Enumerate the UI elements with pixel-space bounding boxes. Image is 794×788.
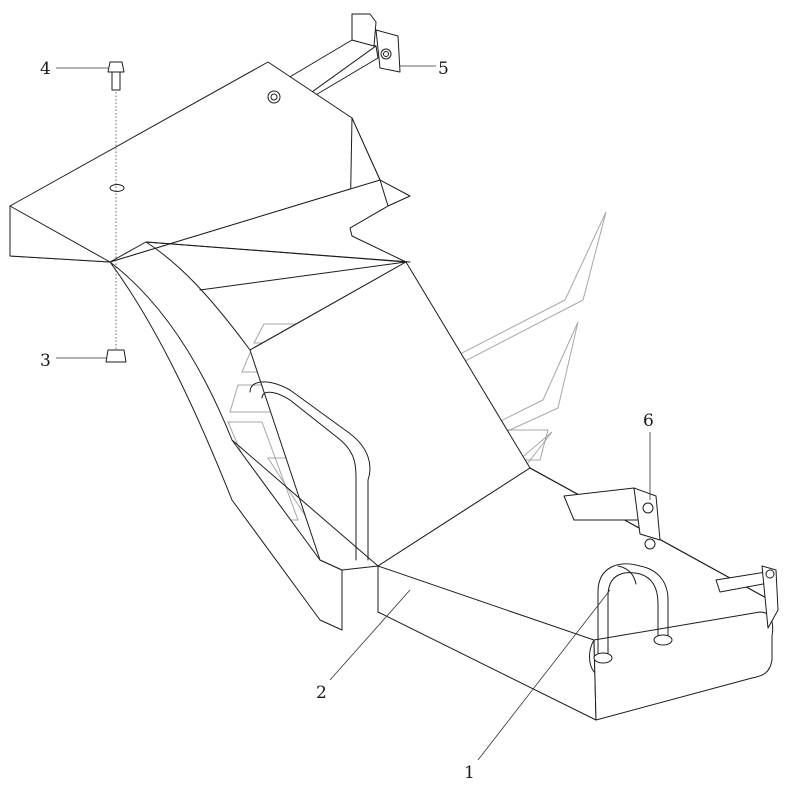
callout-6: 6 — [643, 411, 654, 431]
bolt — [107, 61, 125, 91]
callout-2: 2 — [316, 683, 327, 703]
callout-4: 4 — [40, 59, 51, 79]
leader-lines — [56, 65, 651, 761]
lifting-handle — [593, 563, 673, 664]
callout-1: 1 — [464, 763, 475, 783]
rear-mounting-bracket — [287, 13, 401, 97]
callout-3: 3 — [40, 351, 51, 371]
counterweight-lower-block — [377, 467, 774, 721]
nut — [105, 349, 127, 363]
side-bracket — [563, 487, 779, 629]
callout-5: 5 — [438, 59, 449, 79]
upper-lifting-handle — [249, 381, 371, 561]
counterweight-upper-block — [9, 61, 531, 631]
